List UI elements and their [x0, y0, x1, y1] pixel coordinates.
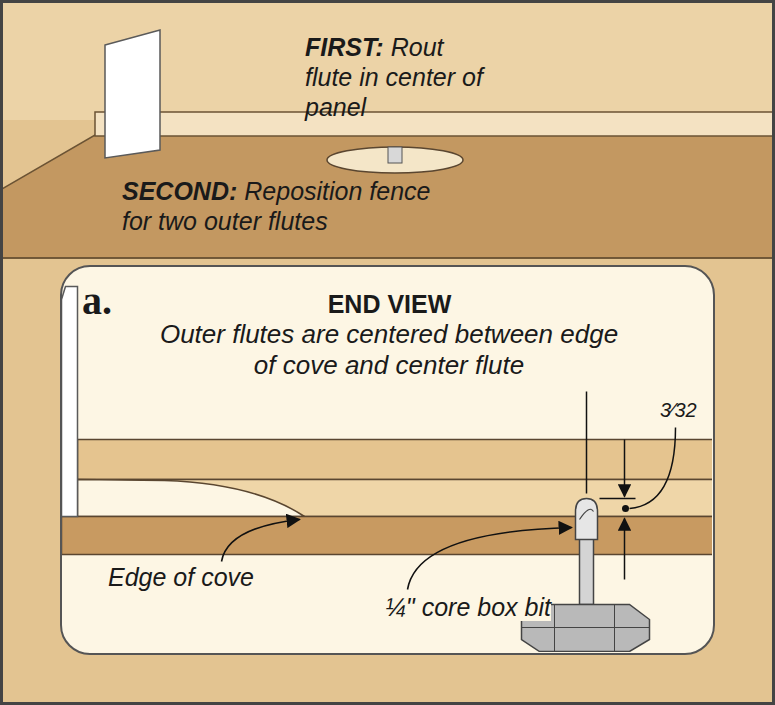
callout-label: ¼" core box bit — [385, 593, 551, 621]
dimension-lines — [600, 440, 636, 580]
bit-opening — [327, 147, 463, 173]
label-group: 3⁄32 — [660, 395, 720, 425]
leader-lines — [222, 392, 676, 590]
label-group: FIRST:Rout flute in center of panel — [305, 32, 497, 122]
callout-label: Edge of cove — [108, 563, 254, 591]
panel-edge — [95, 112, 775, 136]
view-title: END VIEW — [62, 289, 717, 319]
step-heading: FIRST: — [305, 33, 384, 61]
note-text: Outer flutes are centered between edge o… — [154, 319, 624, 381]
label-group: ¼" core box bit — [385, 592, 605, 622]
core-box-bit — [522, 499, 650, 652]
label-group: Edge of cove — [108, 562, 308, 592]
step-heading: SECOND: — [122, 177, 237, 205]
fence — [105, 30, 160, 158]
table-edge — [0, 257, 775, 259]
fence — [62, 287, 78, 517]
label-group: SECOND:Reposition fence for two outer fl… — [122, 176, 457, 236]
dimension-label: 3⁄32 — [660, 399, 697, 421]
router-table-top — [62, 517, 712, 555]
figure-letter: a. — [82, 281, 112, 321]
router-bit-top — [388, 147, 402, 163]
workpiece — [78, 440, 713, 517]
